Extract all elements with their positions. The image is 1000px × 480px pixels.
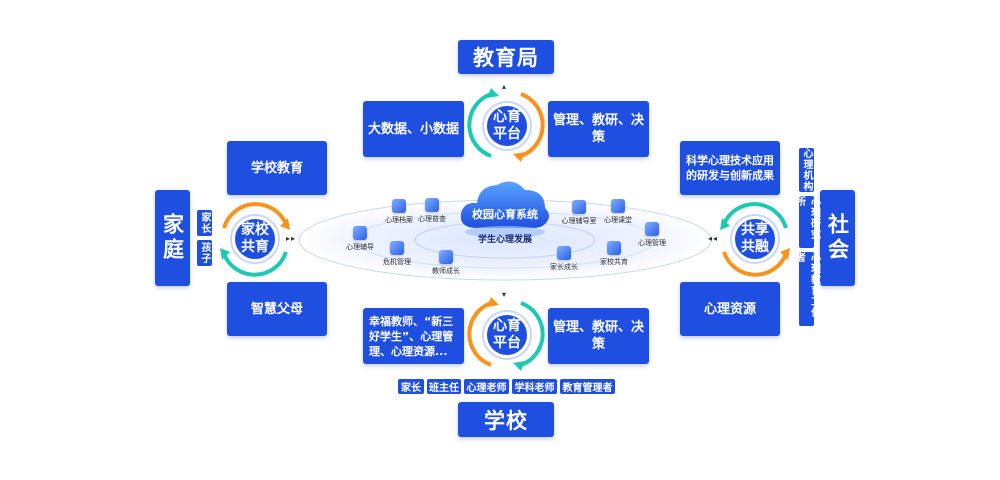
bottom-connector: ▾ (502, 290, 508, 299)
role-psych-teacher: 心理老师 (464, 379, 509, 394)
bottom-cycle-arrows (467, 297, 545, 371)
module-archive[interactable]: 心理档案 (369, 199, 429, 225)
left-entity: 家庭 (155, 190, 190, 286)
left-top-box: 学校教育 (227, 141, 327, 195)
right-cycle-arrows (720, 202, 790, 277)
society-tag-institution: 心理机构 (799, 148, 814, 192)
module-counseling[interactable]: 心理辅导 (330, 226, 390, 252)
society-tag-institute: 心理研究所 (794, 196, 820, 248)
crisis-icon (390, 241, 404, 255)
archive-icon (392, 199, 406, 213)
center-title: 校园心育系统 (472, 208, 538, 221)
family-tag-parent: 家长 (197, 210, 212, 236)
survey-icon (425, 198, 439, 212)
left-bottom-box: 智慧父母 (227, 282, 327, 336)
module-counseling-room[interactable]: 心理辅导室 (549, 200, 609, 226)
right-entity: 社会 (820, 190, 855, 286)
center-subtitle: 学生心理发展 (477, 235, 532, 245)
bottom-right-box: 管理、教研、决策 (548, 308, 649, 364)
society-tag-workers: 心理教育工作者 (794, 252, 820, 326)
top-right-box: 管理、教研、决策 (548, 101, 649, 157)
right-top-box: 科学心理技术应用的研发与创新成果 (680, 141, 780, 195)
teacher-icon (439, 250, 453, 264)
bottom-hub: 心育平台 (484, 312, 530, 358)
counseling-icon (353, 226, 367, 240)
module-crisis[interactable]: 危机管理 (367, 241, 427, 267)
bottom-entity: 学校 (458, 402, 554, 437)
module-home-school[interactable]: 家校共育 (584, 241, 644, 267)
home-school-icon (607, 241, 621, 255)
role-edu-manager: 教育管理者 (560, 379, 615, 394)
module-parent-growth[interactable]: 家长成长 (534, 246, 594, 272)
room-icon (572, 200, 586, 214)
right-connector: ◂◂ (708, 234, 719, 243)
module-management[interactable]: 心理管理 (622, 222, 682, 248)
left-cycle-arrows (220, 202, 290, 277)
cloud-icon (460, 181, 549, 238)
top-entity: 教育局 (458, 40, 554, 74)
management-icon (645, 222, 659, 236)
bottom-left-box: 幸福教师、“新三好学生”、心理管理、心理资源... (363, 308, 464, 364)
role-subject-teacher: 学科老师 (512, 379, 557, 394)
module-survey[interactable]: 心理普查 (402, 198, 462, 224)
top-hub: 心育平台 (484, 103, 530, 149)
module-classroom[interactable]: 心理课堂 (588, 199, 648, 225)
right-hub: 共享共融 (732, 216, 778, 262)
role-head-teacher: 班主任 (427, 379, 461, 394)
top-cycle-arrows (467, 88, 545, 162)
left-connector: ▸▸ (286, 234, 297, 243)
family-tag-child: 孩子 (197, 240, 212, 266)
left-hub: 家校共育 (232, 216, 278, 262)
right-bottom-box: 心理资源 (680, 282, 780, 336)
top-connector: ▴ (502, 82, 508, 91)
parent-icon (557, 246, 571, 260)
module-teacher-growth[interactable]: 教师成长 (416, 250, 476, 276)
role-parent: 家长 (398, 379, 424, 394)
classroom-icon (611, 199, 625, 213)
top-left-box: 大数据、小数据 (363, 101, 464, 157)
